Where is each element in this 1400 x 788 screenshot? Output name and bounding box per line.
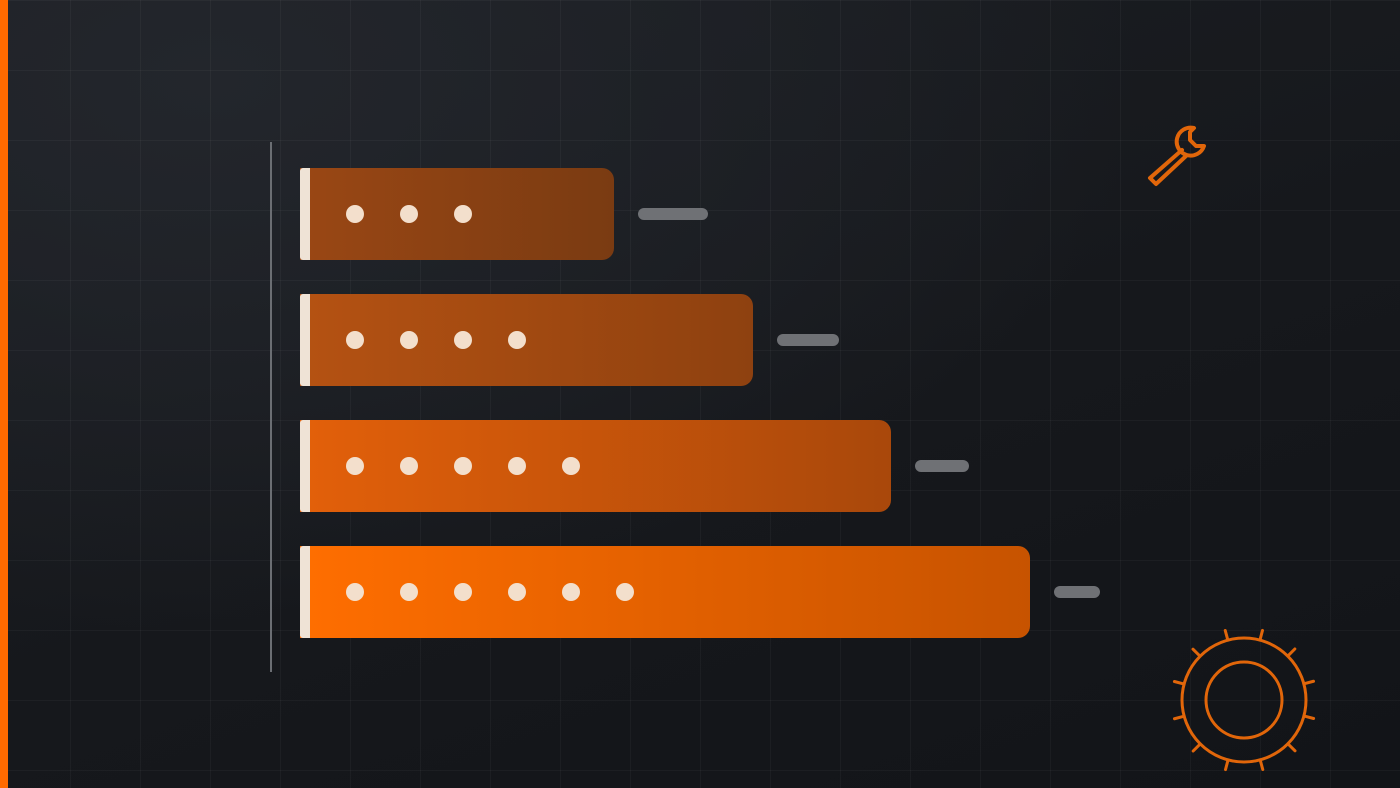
accent-strip <box>0 0 8 788</box>
gear-icon <box>1172 628 1316 772</box>
gear-tooth <box>1302 714 1316 721</box>
bar-cap <box>300 294 310 386</box>
bar-cap <box>300 420 310 512</box>
bar-dot <box>346 205 364 223</box>
bar-dot <box>562 457 580 475</box>
gear-tooth <box>1286 742 1297 753</box>
bar-dot <box>454 331 472 349</box>
bar-dots <box>346 457 580 475</box>
bar-cap <box>300 546 310 638</box>
gear-tooth <box>1223 628 1230 642</box>
gear-tooth <box>1286 647 1297 658</box>
bar-cap <box>300 168 310 260</box>
bar-dot <box>400 331 418 349</box>
bar-dot <box>346 331 364 349</box>
wrench-icon <box>1148 125 1206 186</box>
gear-tooth <box>1191 742 1202 753</box>
bar-dots <box>346 331 526 349</box>
value-pill-3 <box>915 460 969 472</box>
bar-dot <box>616 583 634 601</box>
bar-dot <box>508 583 526 601</box>
bar-dot <box>454 583 472 601</box>
bar-dot <box>400 205 418 223</box>
bar-dots <box>346 205 472 223</box>
bar-dot <box>562 583 580 601</box>
bar-dot <box>346 457 364 475</box>
gear-tooth <box>1258 628 1265 642</box>
gear-tooth <box>1302 679 1316 686</box>
bar-dot <box>346 583 364 601</box>
bar-2 <box>300 294 753 386</box>
gear-tooth <box>1223 758 1230 772</box>
bar-dot <box>400 457 418 475</box>
bar-dots <box>346 583 634 601</box>
value-pill-1 <box>638 208 708 220</box>
bar-4 <box>300 546 1030 638</box>
bar-dot <box>508 331 526 349</box>
bar-1 <box>300 168 614 260</box>
gear-tooth <box>1191 647 1202 658</box>
bar-dot <box>454 457 472 475</box>
bar-dot <box>508 457 526 475</box>
bar-dot <box>454 205 472 223</box>
axis-line <box>270 142 272 672</box>
bar-dot <box>400 583 418 601</box>
gear-tooth <box>1258 758 1265 772</box>
bar-3 <box>300 420 891 512</box>
gear-tooth <box>1172 714 1186 721</box>
value-pill-4 <box>1054 586 1100 598</box>
value-pill-2 <box>777 334 839 346</box>
gear-tooth <box>1172 679 1186 686</box>
